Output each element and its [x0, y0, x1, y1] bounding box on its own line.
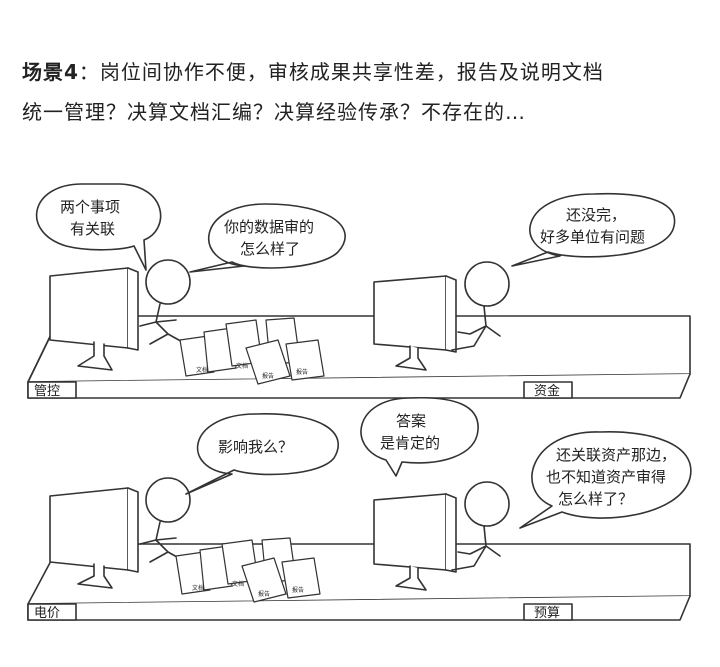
desk-label-right-2: 预算 [534, 606, 560, 621]
desk-label-right-1: 资金 [534, 383, 560, 399]
speech-bubble-left-2 [185, 413, 340, 495]
bubble-middle-2-line-1: 答案 [396, 412, 426, 430]
caption-lead: 场景4 [22, 60, 79, 84]
desk-label-left-2: 电价 [34, 606, 60, 621]
paper-pile-2 [175, 537, 321, 603]
speech-bubble-right-1 [511, 192, 676, 267]
bubble-left-1-line-1: 两个事项 [60, 198, 120, 216]
bubble-left-2-line-1: 影响我么？ [218, 438, 293, 456]
caption-line-1: 场景4：岗位间协作不便，审核成果共享性差，报告及说明文档 [22, 52, 712, 92]
paper-label-1b: 文档 [236, 362, 248, 370]
paper-pile-1 [179, 317, 325, 385]
panel-1 [27, 183, 691, 399]
bubble-middle-2-line-2: 是肯定的 [380, 434, 440, 452]
character-right-2 [451, 481, 510, 571]
scene-caption: 场景4：岗位间协作不便，审核成果共享性差，报告及说明文档 统一管理？决算文档汇编… [22, 52, 712, 132]
paper-label-1d: 报告 [296, 368, 308, 376]
paper-label-1a: 文档 [196, 366, 208, 374]
monitor-left-2 [49, 487, 139, 589]
bubble-right-2-line-2: 也不知道资产审得 [546, 468, 666, 486]
monitor-left-1 [49, 267, 139, 371]
bubble-right-2-line-3: 怎么样了？ [558, 490, 633, 508]
bubble-right-1-line-1: 还没完， [566, 206, 626, 224]
character-left-2 [139, 477, 191, 563]
paper-label-1c: 报告 [262, 372, 274, 380]
speech-bubble-right-2 [519, 431, 692, 529]
bubble-middle-1-line-2: 怎么样了 [240, 240, 300, 258]
paper-label-2c: 报告 [258, 590, 270, 598]
bubble-left-1-line-2: 有关联 [70, 220, 115, 238]
panel-2 [27, 396, 692, 621]
caption-line-2: 统一管理？决算文档汇编？决算经验传承？不存在的… [22, 100, 526, 124]
caption-line-1-text: ：岗位间协作不便，审核成果共享性差，报告及说明文档 [78, 60, 604, 84]
bubble-right-1-line-2: 好多单位有问题 [540, 228, 645, 246]
character-right-1 [451, 261, 510, 351]
paper-label-2b: 文档 [232, 580, 244, 588]
paper-label-2a: 文档 [192, 584, 204, 592]
speech-bubble-middle-2 [360, 396, 479, 477]
character-left-1 [139, 259, 191, 345]
speech-bubble-left-1 [35, 183, 162, 271]
bubble-middle-1-line-1: 你的数据审的 [224, 218, 314, 236]
paper-label-2d: 报告 [292, 586, 304, 594]
monitor-right-2 [373, 493, 457, 591]
bubble-right-2-line-1: 还关联资产那边， [556, 446, 676, 464]
desk-label-left-1: 管控 [34, 384, 60, 399]
speech-bubble-middle-1 [189, 203, 346, 273]
monitor-right-1 [373, 275, 457, 371]
